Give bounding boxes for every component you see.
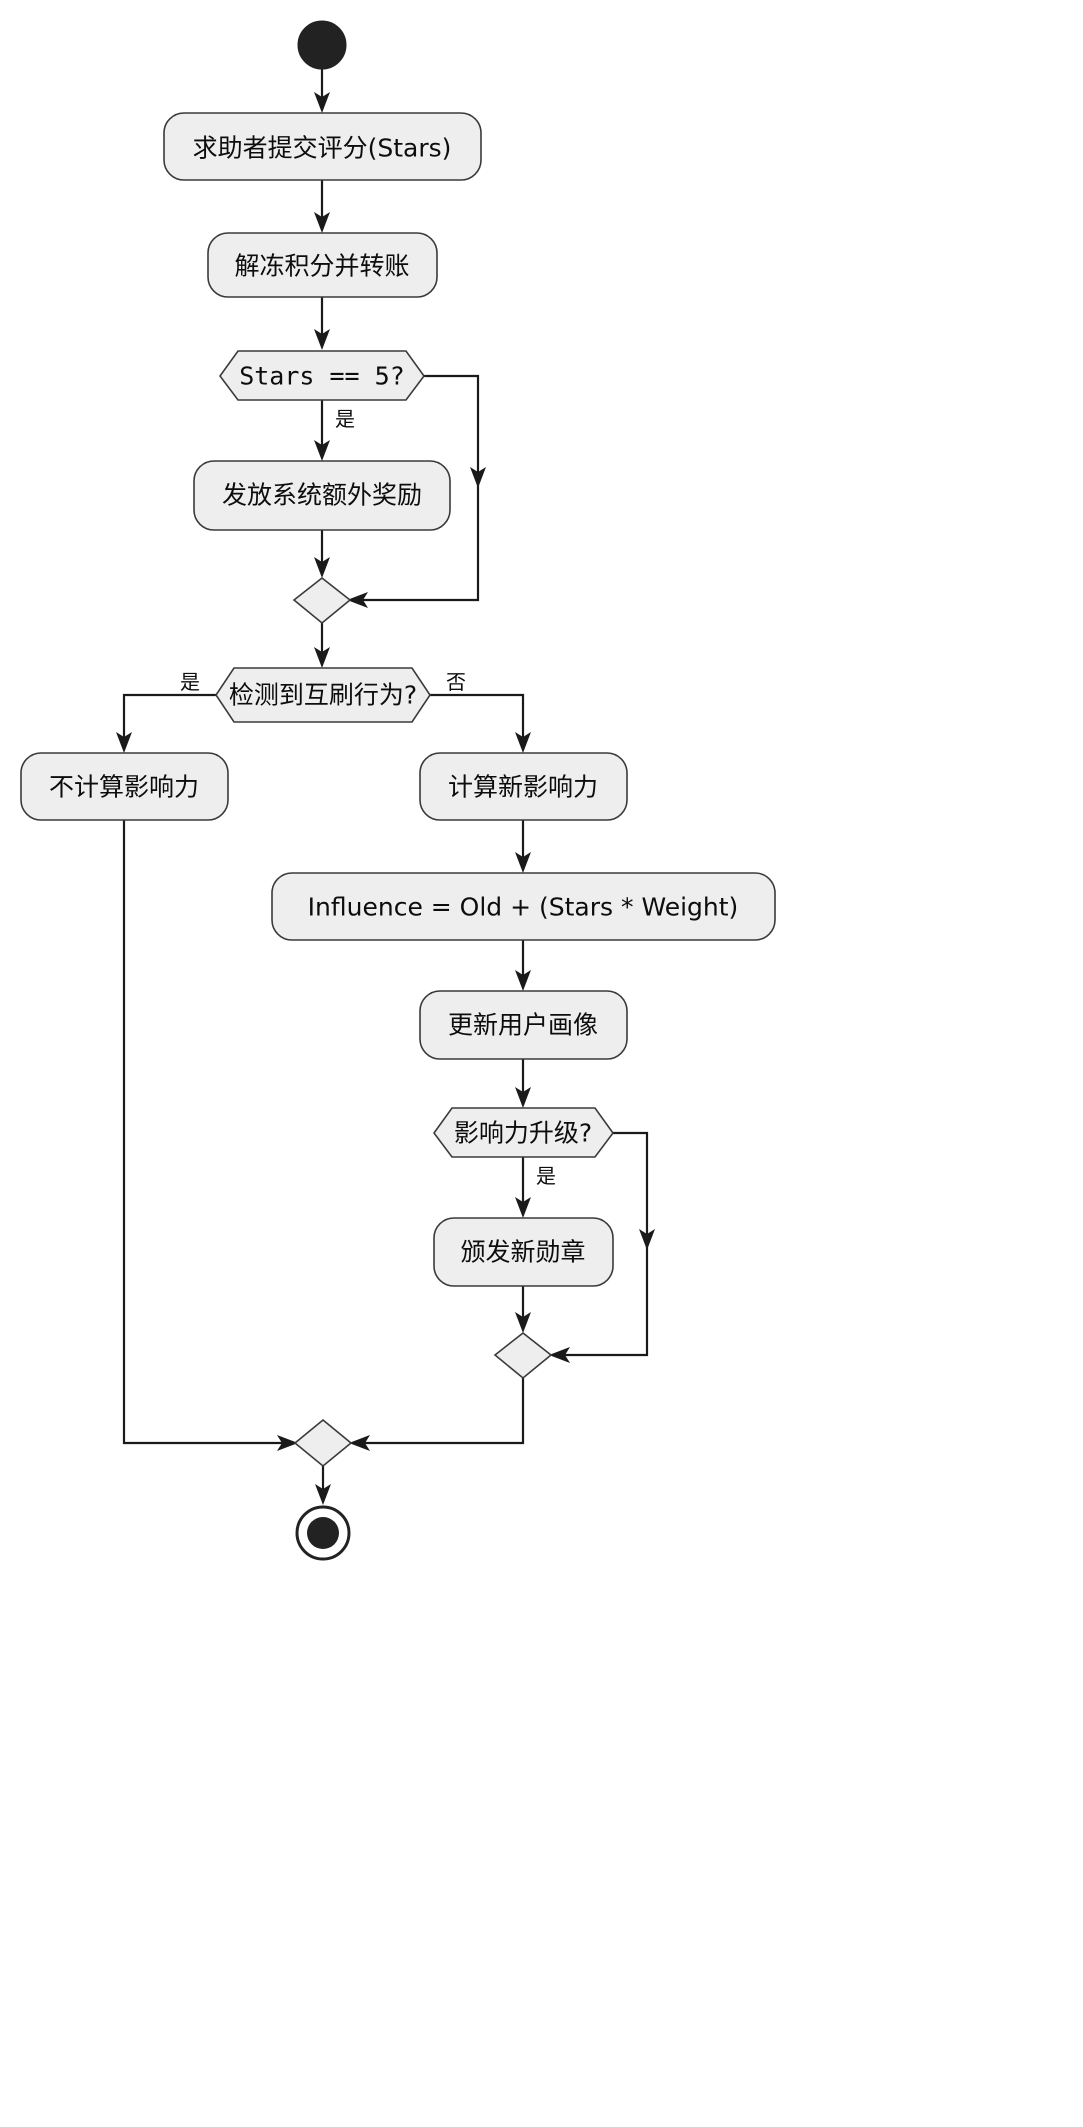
- edge-submit-rating-to-unfreeze: [314, 180, 330, 233]
- node-submit-rating[interactable]: 求助者提交评分(Stars): [163, 112, 482, 181]
- decision-hexagon-stars: [219, 350, 425, 401]
- edge-brushing-no-to-calc-influence: [430, 693, 531, 753]
- node-extra-reward[interactable]: 发放系统额外奖励: [193, 460, 451, 531]
- activity-box-submit-rating: [163, 112, 482, 181]
- edge-label-brushing-yes: 是: [180, 670, 200, 694]
- node-label-unfreeze-transfer: 解冻积分并转账: [234, 252, 409, 281]
- edge-labels-layer: 是 是 否 是: [180, 407, 556, 1188]
- node-end[interactable]: [295, 1505, 351, 1561]
- edge-no-influence-to-merge-final: [122, 820, 298, 1451]
- node-merge-stars: [292, 576, 352, 625]
- decision-hexagon-detect-brushing: [215, 667, 431, 723]
- activity-box-issue-badge: [433, 1217, 614, 1287]
- node-issue-badge[interactable]: 颁发新勋章: [433, 1217, 614, 1287]
- node-detect-brushing[interactable]: 检测到互刷行为?: [215, 667, 431, 723]
- edge-label-brushing-no: 否: [446, 670, 466, 694]
- edge-stars-yes-to-extra-reward: [314, 400, 330, 461]
- node-label-influence-formula: Influence = Old + (Stars * Weight): [308, 893, 739, 922]
- start-node-icon: [297, 20, 347, 70]
- node-label-influence-upgrade: 影响力升级?: [454, 1119, 592, 1148]
- node-label-detect-brushing: 检测到互刷行为?: [229, 681, 417, 710]
- edge-label-stars-yes: 是: [335, 407, 355, 431]
- node-label-stars-decision: Stars == 5?: [239, 362, 405, 391]
- node-influence-formula[interactable]: Influence = Old + (Stars * Weight): [271, 872, 776, 941]
- edge-label-upgrade-yes: 是: [536, 1164, 556, 1188]
- activity-box-extra-reward: [193, 460, 451, 531]
- node-stars-decision[interactable]: Stars == 5?: [219, 350, 425, 401]
- node-no-influence[interactable]: 不计算影响力: [20, 752, 229, 821]
- edge-start-to-submit-rating: [314, 69, 330, 113]
- edge-stars-no-to-merge: [347, 374, 486, 608]
- activity-box-calc-influence: [419, 752, 628, 821]
- edges-layer: [116, 69, 655, 1505]
- node-label-calc-influence: 计算新影响力: [448, 773, 598, 802]
- edge-extra-reward-to-merge: [314, 530, 330, 578]
- edge-upgrade-no-to-merge-badge: [549, 1131, 655, 1363]
- activity-box-no-influence: [20, 752, 229, 821]
- merge-diamond-stars: [292, 576, 352, 625]
- node-unfreeze-transfer[interactable]: 解冻积分并转账: [207, 232, 438, 298]
- node-update-profile[interactable]: 更新用户画像: [419, 990, 628, 1060]
- edge-brushing-yes-to-no-influence: [116, 693, 216, 753]
- end-node-dot: [307, 1517, 339, 1549]
- decision-hexagon-influence-upgrade: [433, 1107, 614, 1158]
- activity-box-update-profile: [419, 990, 628, 1060]
- activity-box-influence-formula: [271, 872, 776, 941]
- node-influence-upgrade[interactable]: 影响力升级?: [433, 1107, 614, 1158]
- activity-box-unfreeze-transfer: [207, 232, 438, 298]
- edge-update-profile-to-upgrade-decision: [515, 1059, 531, 1108]
- node-start[interactable]: [297, 20, 347, 70]
- node-label-issue-badge: 颁发新勋章: [460, 1238, 585, 1267]
- node-label-no-influence: 不计算影响力: [49, 773, 199, 802]
- node-label-submit-rating: 求助者提交评分(Stars): [193, 134, 452, 163]
- edge-merge-final-to-end: [315, 1466, 331, 1505]
- edge-formula-to-update-profile: [515, 940, 531, 991]
- node-calc-influence[interactable]: 计算新影响力: [419, 752, 628, 821]
- edge-calc-influence-to-formula: [515, 820, 531, 873]
- edge-upgrade-yes-to-issue-badge: [515, 1157, 531, 1218]
- node-merge-badge: [493, 1331, 553, 1380]
- node-merge-final: [293, 1418, 353, 1468]
- nodes-layer: 求助者提交评分(Stars) 解冻积分并转账 Stars == 5? 发放系统额…: [20, 20, 776, 1561]
- node-label-update-profile: 更新用户画像: [448, 1011, 598, 1040]
- edge-merge-to-detect-brushing: [314, 623, 330, 668]
- merge-diamond-final: [293, 1418, 353, 1468]
- merge-diamond-badge: [493, 1331, 553, 1380]
- node-label-extra-reward: 发放系统额外奖励: [222, 481, 422, 510]
- edge-issue-badge-to-merge-badge: [515, 1286, 531, 1333]
- edge-merge-badge-to-merge-final: [349, 1378, 525, 1451]
- edge-unfreeze-to-stars-decision: [314, 297, 330, 350]
